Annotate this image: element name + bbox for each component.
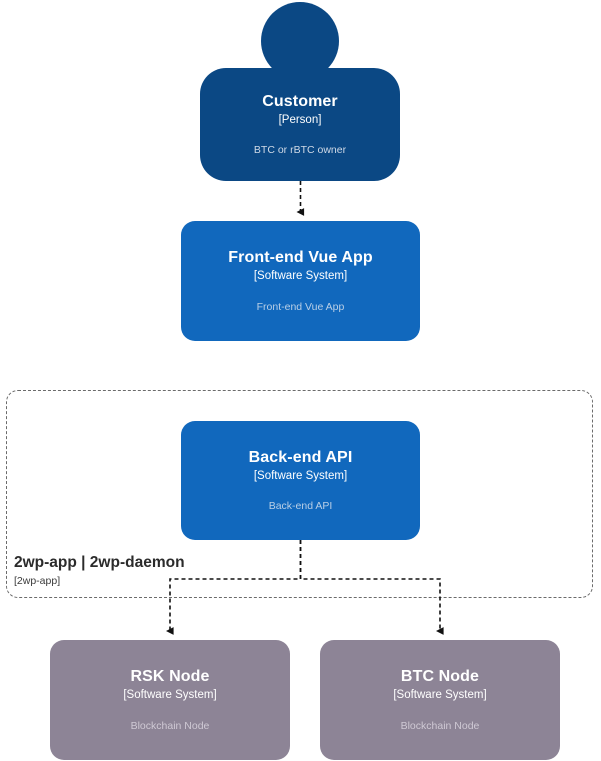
- node-backend-type: [Software System]: [253, 469, 348, 482]
- node-btc-description: Blockchain Node: [400, 719, 480, 732]
- node-frontend-title: Front-end Vue App: [228, 249, 373, 267]
- node-rsk-title: RSK Node: [130, 668, 210, 686]
- node-frontend-type: [Software System]: [253, 270, 348, 283]
- node-customer-type: [Person]: [278, 113, 322, 126]
- node-customer-description: BTC or rBTC owner: [253, 144, 347, 157]
- person-customer-head-icon: [261, 2, 339, 80]
- node-backend-api[interactable]: Back-end API [Software System] Back-end …: [181, 421, 420, 540]
- node-customer-title: Customer: [262, 92, 338, 110]
- node-customer[interactable]: Customer [Person] BTC or rBTC owner: [200, 68, 400, 181]
- boundary-title: 2wp-app | 2wp-daemon: [14, 554, 185, 571]
- node-btc-node[interactable]: BTC Node [Software System] Blockchain No…: [320, 640, 560, 760]
- node-btc-type: [Software System]: [393, 689, 487, 702]
- boundary-type: [2wp-app]: [14, 574, 61, 587]
- node-backend-description: Back-end API: [268, 500, 333, 513]
- node-frontend-vue-app[interactable]: Front-end Vue App [Software System] Fron…: [181, 221, 420, 341]
- node-rsk-type: [Software System]: [123, 689, 217, 702]
- node-btc-title: BTC Node: [400, 668, 480, 686]
- node-rsk-node[interactable]: RSK Node [Software System] Blockchain No…: [50, 640, 290, 760]
- boundary-2wp-app-label: 2wp-app | 2wp-daemon [2wp-app]: [14, 554, 185, 588]
- node-backend-title: Back-end API: [248, 448, 353, 466]
- node-rsk-description: Blockchain Node: [130, 719, 210, 732]
- node-frontend-description: Front-end Vue App: [256, 300, 345, 313]
